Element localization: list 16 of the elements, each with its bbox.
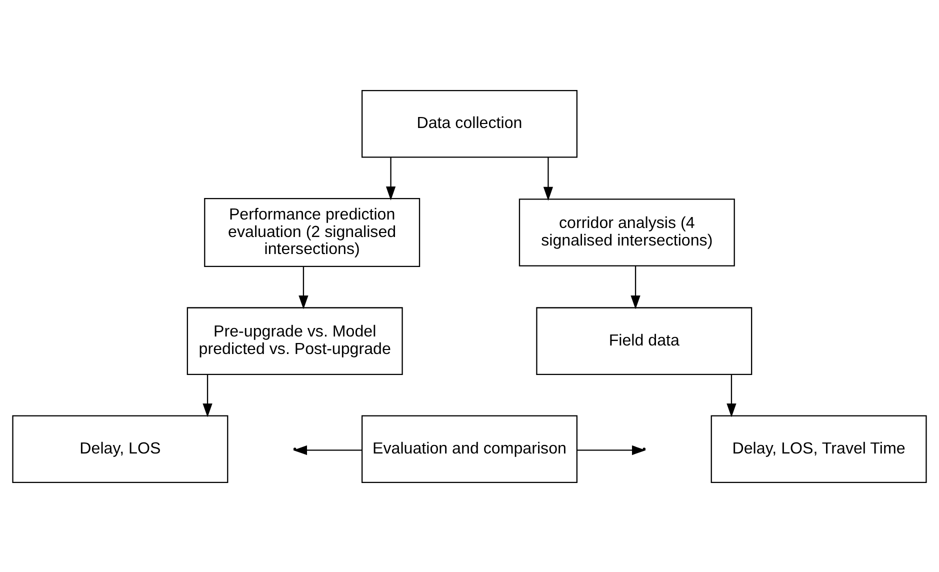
node-box: Field data	[536, 306, 752, 374]
arrow	[202, 374, 212, 417]
arrow	[577, 444, 646, 455]
node-box: Performance prediction evaluation (2 signalised intersections)	[204, 198, 420, 266]
node-box: Delay, LOS, Travel Time	[710, 414, 927, 482]
arrow	[630, 265, 640, 309]
node-box: Pre-upgrade vs. Model predicted vs. Post-upgrade	[186, 306, 403, 374]
node-box: Data collection	[362, 90, 578, 158]
arrow	[386, 156, 396, 200]
arrow	[726, 374, 736, 417]
arrow	[298, 266, 308, 309]
arrow	[543, 156, 554, 200]
arrow	[293, 444, 362, 455]
node-box: Delay, LOS	[12, 414, 228, 482]
node-box: corridor analysis (4 signalised intersections)	[518, 198, 735, 266]
node-box: Evaluation and comparison	[362, 414, 578, 482]
